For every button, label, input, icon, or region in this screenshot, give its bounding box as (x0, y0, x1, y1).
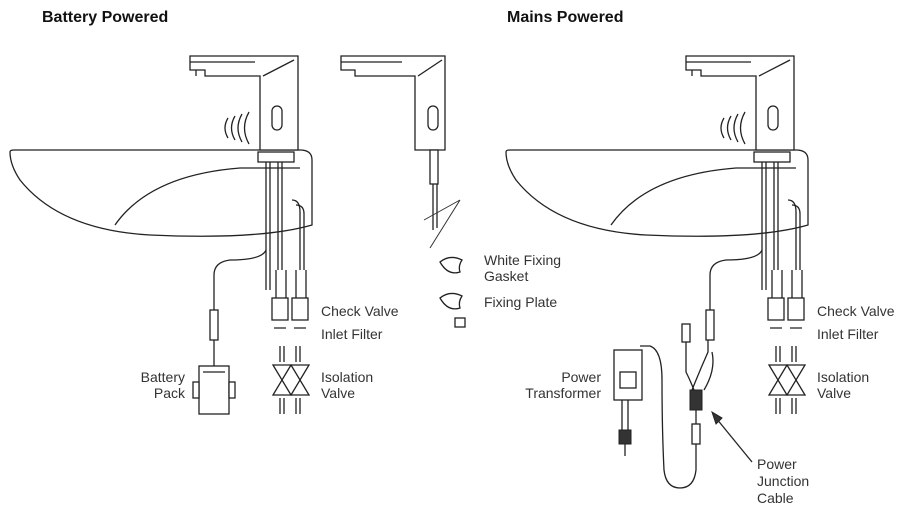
label-gasket-a: White Fixing (484, 252, 561, 268)
gasket-icon (439, 256, 463, 274)
label-power-b: Transformer (525, 385, 601, 401)
mains-assembly (505, 55, 809, 415)
label-isolation-2b: Valve (817, 385, 851, 401)
label-junction-b: Junction (757, 473, 809, 489)
label-junction-a: Power (757, 456, 797, 472)
label-junction-c: Cable (757, 490, 794, 506)
label-gasket-b: Gasket (484, 268, 528, 284)
label-power-a: Power (561, 369, 601, 385)
nut-icon (454, 317, 466, 328)
fixing-plate-icon (439, 292, 463, 310)
transformer-icon (613, 349, 643, 456)
label-check-valve-1: Check Valve (321, 303, 399, 319)
fixing-detail (340, 55, 466, 328)
tap-icon (189, 55, 299, 151)
label-inlet-filter-1: Inlet Filter (321, 326, 383, 342)
battery-pack-icon (192, 365, 236, 415)
label-isolation-2a: Isolation (817, 369, 869, 385)
junction-block-icon (689, 389, 703, 411)
label-inlet-filter-2: Inlet Filter (817, 326, 879, 342)
label-battery-b: Pack (154, 385, 186, 401)
heading-battery: Battery Powered (42, 9, 168, 26)
mains-cable (613, 249, 763, 489)
label-battery-a: Battery (141, 369, 185, 385)
battery-assembly (9, 55, 313, 415)
arrow-icon (715, 417, 753, 463)
heading-mains: Mains Powered (507, 9, 623, 26)
label-fixing-plate: Fixing Plate (484, 294, 557, 310)
valve-icon (271, 269, 310, 415)
label-isolation-1b: Valve (321, 385, 355, 401)
label-check-valve-2: Check Valve (817, 303, 895, 319)
label-isolation-1a: Isolation (321, 369, 373, 385)
